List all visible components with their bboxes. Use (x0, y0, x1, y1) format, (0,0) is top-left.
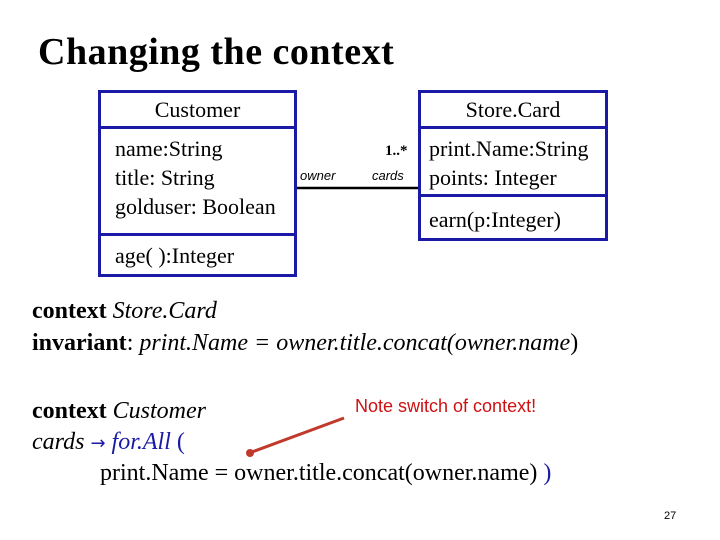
ocl2-context-name: Customer (112, 398, 206, 424)
ocl2-forall: for.All (111, 429, 171, 455)
customer-attr-name: name:String (115, 136, 223, 161)
association-role-cards: cards (372, 168, 404, 183)
ocl-context-name: Store.Card (112, 298, 217, 324)
page-number: 27 (664, 510, 677, 522)
slide-title: Changing the context (38, 31, 395, 73)
storecard-attributes-box: print.Name:String points: Integer (418, 126, 608, 197)
ocl-context-storecard: context Store.Card (32, 296, 217, 327)
ocl2-body-lhs: print.Name (100, 460, 209, 486)
ocl-invariant-rhs-prefix: owner.title.concat( (276, 330, 455, 356)
ocl2-keyword-context: context (32, 398, 107, 424)
ocl-forall-line: cards → for.All ( (32, 427, 185, 459)
customer-attr-title: title: String (115, 165, 215, 190)
customer-class-name-box: Customer (98, 90, 297, 129)
customer-op-age: age( ):Integer (115, 243, 235, 268)
customer-operations-box: age( ):Integer (98, 233, 297, 277)
ocl-invariant-lhs: print.Name (139, 330, 249, 356)
association-role-owner: owner (300, 168, 336, 183)
ocl2-cards: cards (32, 429, 85, 455)
storecard-class-name: Store.Card (465, 97, 561, 122)
storecard-attr-points: points: Integer (429, 165, 557, 190)
ocl2-open-paren: ( (176, 429, 185, 455)
association-multiplicity: 1..* (385, 143, 408, 159)
ocl2-body-rest: = owner.title.concat(owner.name) (214, 460, 538, 486)
ocl-invariant-rhs-arg: owner.name (454, 330, 571, 356)
context-switch-note: Note switch of context! (355, 396, 537, 416)
ocl-invariant-rhs-close: ) (570, 330, 579, 356)
customer-class-name: Customer (154, 97, 241, 122)
ocl-forall-body: print.Name = owner.title.concat(owner.na… (100, 458, 551, 489)
ocl-invariant-equals: = (254, 330, 271, 356)
note-arrow (251, 416, 345, 454)
ocl2-arrow-symbol: → (90, 433, 106, 454)
customer-attr-golduser: golduser: Boolean (115, 194, 276, 219)
storecard-attr-printname: print.Name:String (429, 136, 589, 161)
ocl-keyword-context: context (32, 298, 107, 324)
ocl-keyword-invariant: invariant (32, 330, 127, 356)
ocl2-close-paren: ) (543, 460, 552, 486)
storecard-op-earn: earn(p:Integer) (429, 207, 561, 232)
storecard-operations-box: earn(p:Integer) (418, 194, 608, 241)
customer-attributes-box: name:String title: String golduser: Bool… (98, 126, 297, 236)
ocl-invariant-line: invariant: print.Name = owner.title.conc… (32, 328, 578, 359)
ocl-colon: : (126, 330, 134, 356)
ocl-context-customer: context Customer (32, 396, 206, 427)
